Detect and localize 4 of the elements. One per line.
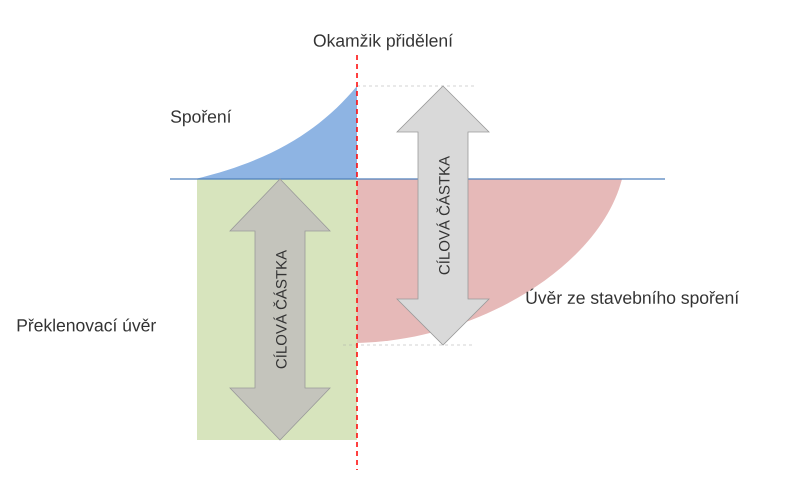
axis-label: Okamžik přidělení	[314, 34, 453, 50]
axis-label: Spoření	[171, 110, 232, 126]
axis-label: Úvěr ze stavebního spoření	[526, 288, 740, 308]
axis-label: Překlenovací úvěr	[18, 318, 156, 332]
